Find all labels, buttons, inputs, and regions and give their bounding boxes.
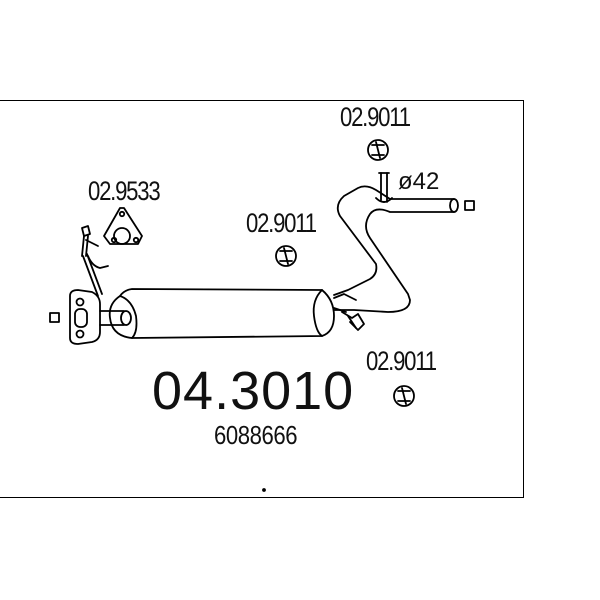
rubber-hanger-mid bbox=[275, 245, 297, 267]
muffler-hanger-bracket bbox=[333, 293, 365, 331]
main-part-code: 04.3010 bbox=[152, 361, 355, 421]
gasket-part bbox=[103, 207, 143, 245]
inlet-pipe bbox=[99, 310, 132, 326]
inlet-flange bbox=[69, 289, 101, 345]
hanger-code-mid-label: 02.9011 bbox=[246, 208, 317, 238]
hanger-code-top-label: 02.9011 bbox=[340, 102, 411, 132]
pipe-diameter-label: ø42 bbox=[398, 168, 440, 195]
muffler-body bbox=[108, 288, 335, 339]
reference-dot bbox=[262, 488, 266, 492]
rubber-hanger-top bbox=[367, 139, 389, 161]
inlet-end-marker bbox=[49, 312, 60, 323]
drawing-frame bbox=[0, 100, 524, 498]
tail-pipe bbox=[333, 172, 459, 313]
hanger-code-bottom-label: 02.9011 bbox=[366, 346, 437, 376]
outlet-end-marker bbox=[464, 200, 475, 211]
rubber-hanger-bottom bbox=[393, 385, 415, 407]
oe-number: 6088666 bbox=[214, 420, 298, 450]
flange-stud bbox=[81, 225, 109, 297]
gasket-code-label: 02.9533 bbox=[88, 176, 161, 206]
